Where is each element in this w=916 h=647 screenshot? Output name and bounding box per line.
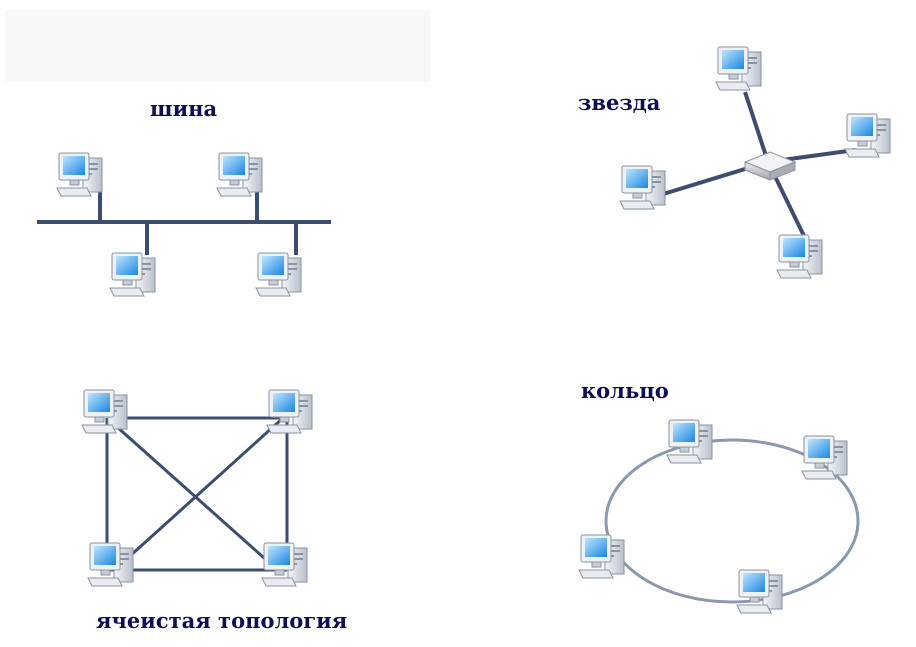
computer-icon: [56, 152, 103, 197]
mesh-topology: [81, 389, 313, 587]
computer-icon: [844, 113, 891, 158]
ring-topology: [578, 419, 860, 614]
computer-icon: [216, 152, 263, 197]
computer-icon: [578, 534, 625, 579]
computer-icon: [715, 46, 762, 91]
mesh-label: ячеистая топология: [96, 608, 348, 633]
star-topology: [619, 46, 891, 279]
star-link-1: [743, 91, 770, 163]
computer-icon: [776, 234, 823, 279]
computer-icon: [619, 165, 666, 210]
mesh-link-diagonal-1: [106, 416, 273, 567]
computer-icon: [81, 389, 128, 434]
ring-cable: [604, 438, 860, 604]
computer-icon: [255, 252, 302, 297]
computer-icon: [736, 569, 783, 614]
mesh-link-diagonal-2: [118, 416, 285, 567]
computer-icon: [266, 389, 313, 434]
computer-icon: [801, 435, 848, 480]
bus-label: шина: [150, 96, 218, 121]
computer-icon: [87, 542, 134, 587]
star-label: звезда: [578, 90, 661, 115]
computer-icon: [109, 252, 156, 297]
bus-topology: [37, 152, 331, 297]
computer-icon: [261, 542, 308, 587]
ring-label: кольцо: [581, 378, 669, 403]
faint-background-box: [5, 10, 430, 82]
hub-icon: [743, 151, 797, 181]
computer-icon: [666, 419, 713, 464]
